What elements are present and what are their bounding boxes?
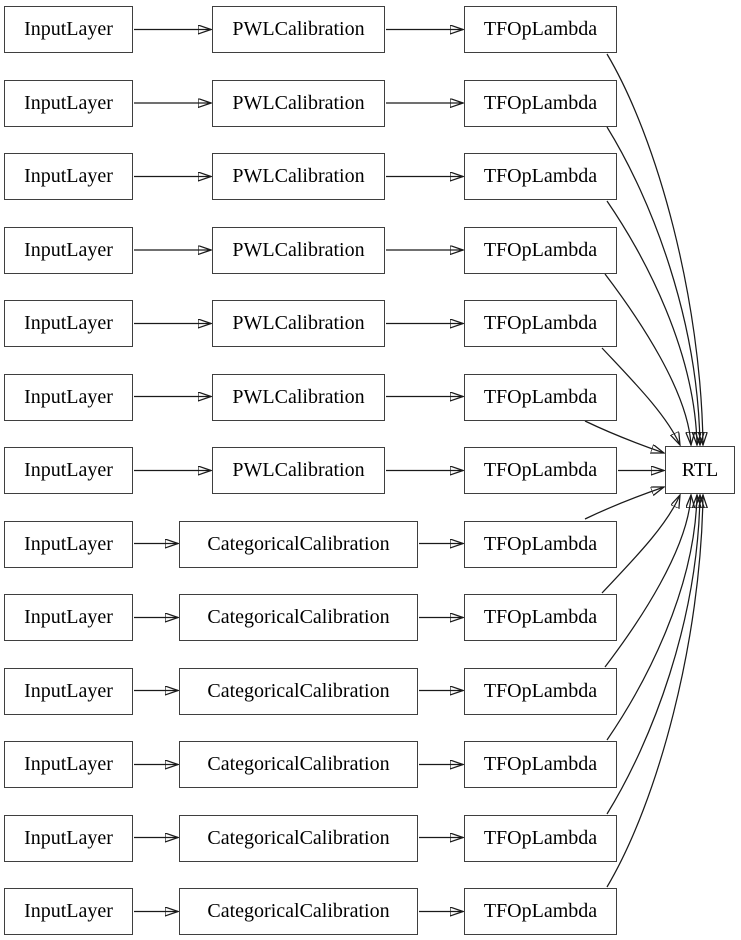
input-layer-node: InputLayer — [4, 814, 133, 862]
input-layer-node: InputLayer — [4, 79, 133, 127]
input-layer-node: InputLayer — [4, 226, 133, 274]
edge-lambda-to-rtl — [606, 495, 703, 888]
categorical-calibration-node: CategoricalCalibration — [179, 814, 418, 862]
pwl-calibration-node: PWLCalibration — [212, 153, 385, 200]
tfop-lambda-node: TFOpLambda — [464, 814, 617, 862]
rtl-node: RTL — [665, 446, 735, 494]
pwl-calibration-node: PWLCalibration — [212, 373, 385, 421]
pwl-calibration-node: PWLCalibration — [212, 79, 385, 127]
input-layer-node: InputLayer — [4, 741, 133, 788]
edge-lambda-to-rtl — [601, 347, 680, 445]
input-layer-node: InputLayer — [4, 594, 133, 641]
categorical-calibration-node: CategoricalCalibration — [179, 741, 418, 788]
input-layer-node: InputLayer — [4, 153, 133, 200]
categorical-calibration-node: CategoricalCalibration — [179, 594, 418, 641]
pwl-calibration-node: PWLCalibration — [212, 226, 385, 274]
input-layer-node: InputLayer — [4, 300, 133, 347]
input-layer-node: InputLayer — [4, 6, 133, 53]
input-layer-node: InputLayer — [4, 888, 133, 935]
tfop-lambda-node: TFOpLambda — [464, 667, 617, 715]
edge-lambda-to-rtl — [604, 495, 691, 668]
edge-lambda-to-rtl — [606, 126, 700, 445]
tfop-lambda-node: TFOpLambda — [464, 888, 617, 935]
tfop-lambda-node: TFOpLambda — [464, 741, 617, 788]
input-layer-node: InputLayer — [4, 667, 133, 715]
tfop-lambda-node: TFOpLambda — [464, 447, 617, 494]
tfop-lambda-node: TFOpLambda — [464, 520, 617, 568]
tfop-lambda-node: TFOpLambda — [464, 153, 617, 200]
pwl-calibration-node: PWLCalibration — [212, 6, 385, 53]
edge-lambda-to-rtl — [606, 495, 697, 741]
tfop-lambda-node: TFOpLambda — [464, 6, 617, 53]
input-layer-node: InputLayer — [4, 373, 133, 421]
edge-lambda-to-rtl — [604, 273, 691, 445]
edge-lambda-to-rtl — [606, 53, 703, 445]
edge-lambda-to-rtl — [606, 495, 700, 815]
categorical-calibration-node: CategoricalCalibration — [179, 888, 418, 935]
pwl-calibration-node: PWLCalibration — [212, 300, 385, 347]
edge-lambda-to-rtl — [584, 420, 664, 453]
edge-lambda-to-rtl — [584, 487, 664, 520]
tfop-lambda-node: TFOpLambda — [464, 373, 617, 421]
tfop-lambda-node: TFOpLambda — [464, 300, 617, 347]
categorical-calibration-node: CategoricalCalibration — [179, 520, 418, 568]
tfop-lambda-node: TFOpLambda — [464, 594, 617, 641]
tfop-lambda-node: TFOpLambda — [464, 79, 617, 127]
edge-lambda-to-rtl — [606, 200, 697, 445]
pwl-calibration-node: PWLCalibration — [212, 447, 385, 494]
input-layer-node: InputLayer — [4, 447, 133, 494]
input-layer-node: InputLayer — [4, 520, 133, 568]
categorical-calibration-node: CategoricalCalibration — [179, 667, 418, 715]
edge-lambda-to-rtl — [601, 495, 680, 594]
tfop-lambda-node: TFOpLambda — [464, 226, 617, 274]
